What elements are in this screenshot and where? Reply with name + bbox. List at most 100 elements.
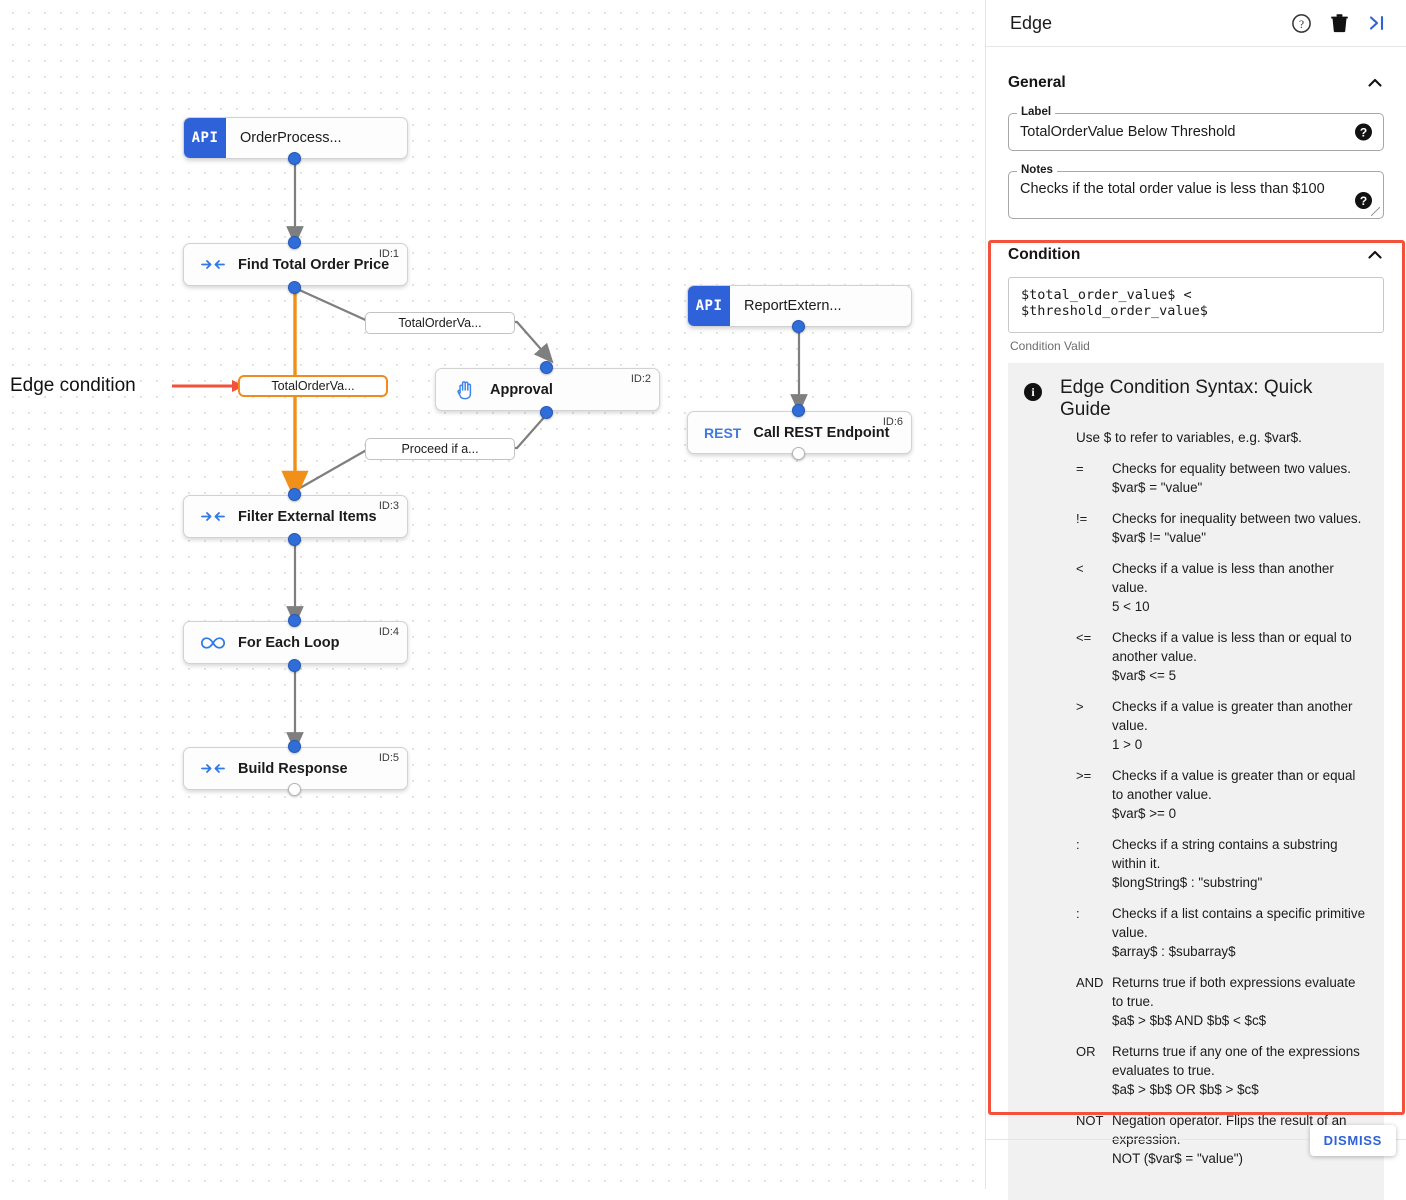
edge-layer	[172, 162, 808, 752]
node-port-out[interactable]	[288, 533, 301, 546]
operator-example: $longString$ : "substring"	[1112, 875, 1263, 890]
operator-example: $a$ > $b$ AND $b$ < $c$	[1112, 1013, 1267, 1028]
quick-guide-title: Edge Condition Syntax: Quick Guide	[1060, 377, 1313, 420]
chevron-up-icon[interactable]	[1366, 246, 1384, 264]
node-port-in[interactable]	[288, 236, 301, 249]
label-field-value[interactable]: TotalOrderValue Below Threshold	[1008, 113, 1384, 151]
info-icon: i	[1024, 383, 1042, 401]
operator-symbol: AND	[1076, 975, 1104, 990]
node-call-rest-endpoint[interactable]: REST Call REST Endpoint ID:6	[687, 411, 912, 454]
operator-symbol: :	[1076, 837, 1080, 852]
node-port-out[interactable]	[288, 281, 301, 294]
operator-description: Checks if a value is less than another v…	[1112, 561, 1334, 595]
node-approval[interactable]: Approval ID:2	[435, 368, 660, 411]
node-find-total-order-price[interactable]: Find Total Order Price ID:1	[183, 243, 408, 286]
node-id-label: ID:6	[882, 416, 903, 428]
workflow-canvas[interactable]: API OrderProcess... Find Total Order Pri…	[0, 0, 985, 1189]
node-id-label: ID:5	[378, 752, 399, 764]
notes-field-value[interactable]: Checks if the total order value is less …	[1008, 171, 1384, 219]
panel-header: Edge ?	[986, 0, 1406, 47]
operator-symbol: OR	[1076, 1044, 1096, 1059]
operator-example: 5 < 10	[1112, 599, 1150, 614]
operator-row: <=Checks if a value is less than or equa…	[1076, 628, 1368, 685]
operator-list: =Checks for equality between two values.…	[1076, 459, 1368, 1168]
operator-description: Returns true if any one of the expressio…	[1112, 1044, 1360, 1078]
node-title: Find Total Order Price	[238, 256, 390, 273]
operator-row: =Checks for equality between two values.…	[1076, 459, 1368, 497]
node-port-out[interactable]	[288, 659, 301, 672]
node-port-in[interactable]	[288, 740, 301, 753]
operator-symbol: >	[1076, 699, 1084, 714]
chevron-up-icon[interactable]	[1366, 74, 1384, 92]
operator-description-block: Checks if a value is greater than or equ…	[1112, 766, 1368, 823]
operator-example: $var$ != "value"	[1112, 530, 1206, 545]
operator-example: $array$ : $subarray$	[1112, 944, 1236, 959]
condition-section: Condition	[986, 233, 1406, 277]
node-port-in[interactable]	[288, 614, 301, 627]
collapse-panel-icon[interactable]	[1367, 14, 1388, 32]
node-port-in[interactable]	[540, 361, 553, 374]
node-port-in[interactable]	[792, 404, 805, 417]
help-icon[interactable]: ?	[1291, 13, 1312, 34]
operator-description-block: Negation operator. Flips the result of a…	[1112, 1111, 1368, 1168]
operator-example: $a$ > $b$ OR $b$ > $c$	[1112, 1082, 1259, 1097]
panel-footer-divider	[986, 1139, 1406, 1140]
label-field-legend: Label	[1017, 106, 1056, 118]
dismiss-label: DISMISS	[1323, 1133, 1382, 1148]
operator-row: < Checks if a value is less than another …	[1076, 559, 1368, 616]
notes-help-icon[interactable]: ?	[1355, 192, 1372, 209]
api-badge: API	[184, 118, 226, 158]
operator-row: OR Returns true if any one of the express…	[1076, 1042, 1368, 1099]
operator-row: :Checks if a list contains a specific pr…	[1076, 904, 1368, 961]
operator-symbol: !=	[1076, 511, 1088, 526]
node-filter-external-items[interactable]: Filter External Items ID:3	[183, 495, 408, 538]
svg-text:?: ?	[1299, 19, 1304, 31]
condition-expression-input[interactable]: $total_order_value$ < $threshold_order_v…	[1008, 277, 1384, 333]
operator-symbol: <	[1076, 561, 1084, 576]
infinity-icon	[198, 630, 228, 656]
delete-icon[interactable]	[1330, 13, 1349, 33]
operator-row: :Checks if a string contains a substring…	[1076, 835, 1368, 892]
operator-description: Checks if a value is greater than anothe…	[1112, 699, 1353, 733]
operator-description: Checks for inequality between two values…	[1112, 511, 1362, 526]
notes-field[interactable]: Notes Checks if the total order value is…	[1008, 164, 1384, 219]
dismiss-button[interactable]: DISMISS	[1309, 1125, 1396, 1156]
arrows-in-icon	[198, 756, 228, 782]
node-id-label: ID:3	[378, 500, 399, 512]
node-port-out[interactable]	[540, 406, 553, 419]
notes-resize-handle[interactable]	[1371, 207, 1380, 216]
node-id-label: ID:4	[378, 626, 399, 638]
node-for-each-loop[interactable]: For Each Loop ID:4	[183, 621, 408, 664]
condition-section-header[interactable]: Condition	[1008, 233, 1384, 277]
edge-label[interactable]: Proceed if a...	[365, 438, 515, 460]
arrows-in-icon	[198, 504, 228, 530]
node-port-out[interactable]	[288, 152, 301, 165]
condition-quick-guide: i Edge Condition Syntax: Quick Guide Use…	[1008, 363, 1384, 1200]
operator-description-block: Checks if a list contains a specific pri…	[1112, 904, 1368, 961]
general-section-header[interactable]: General	[1008, 61, 1384, 105]
general-section: General Label TotalOrderValue Below Thre…	[986, 61, 1406, 219]
condition-validity-text: Condition Valid	[1010, 339, 1090, 353]
label-help-icon[interactable]: ?	[1355, 123, 1372, 141]
node-port-out[interactable]	[792, 447, 805, 460]
operator-example: $var$ <= 5	[1112, 668, 1177, 683]
node-port-out[interactable]	[792, 320, 805, 333]
node-port-out[interactable]	[288, 783, 301, 796]
operator-description-block: Checks if a value is less than or equal …	[1112, 628, 1368, 685]
operator-example: NOT ($var$ = "value")	[1112, 1151, 1243, 1166]
condition-body: $total_order_value$ < $threshold_order_v…	[986, 277, 1406, 1200]
notes-field-legend: Notes	[1017, 164, 1057, 176]
operator-symbol: =	[1076, 461, 1084, 476]
operator-symbol: >=	[1076, 768, 1092, 783]
node-port-in[interactable]	[288, 488, 301, 501]
edge-label[interactable]: TotalOrderVa...	[365, 312, 515, 334]
condition-title: Condition	[1008, 246, 1081, 263]
operator-description-block: Checks if a value is less than another v…	[1112, 559, 1368, 616]
node-id-label: ID:2	[630, 373, 651, 385]
node-title: OrderProcess...	[240, 130, 342, 146]
quick-guide-subtitle: Use $ to refer to variables, e.g. $var$.	[1076, 430, 1302, 445]
label-field[interactable]: Label TotalOrderValue Below Threshold ?	[1008, 106, 1384, 151]
edge-label-selected[interactable]: TotalOrderVa...	[238, 375, 388, 397]
operator-example: 1 > 0	[1112, 737, 1143, 752]
